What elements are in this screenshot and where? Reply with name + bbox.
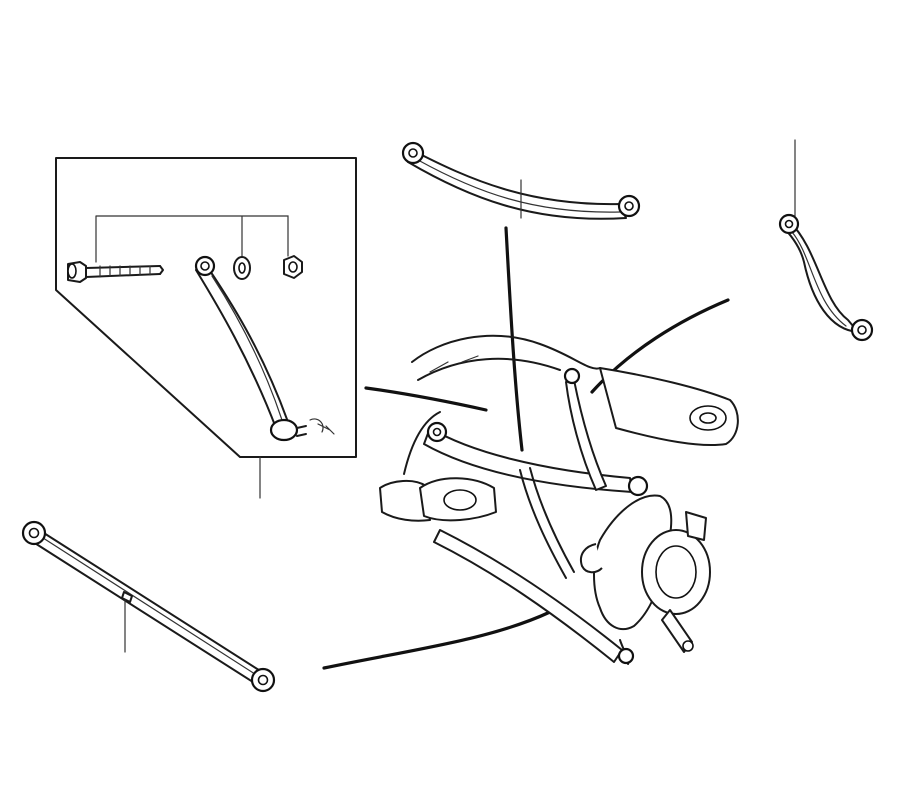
upper-curved-arm <box>401 141 641 220</box>
nut-icon <box>283 255 303 279</box>
inset-link-arm <box>194 255 335 442</box>
washer-icon <box>233 256 251 280</box>
inset-leader-lines <box>95 215 289 263</box>
right-curved-link <box>778 139 874 342</box>
lower-long-arm <box>21 520 276 693</box>
suspension-assembly <box>379 334 739 665</box>
bolt-icon <box>67 261 164 283</box>
inset-panel <box>55 157 357 458</box>
